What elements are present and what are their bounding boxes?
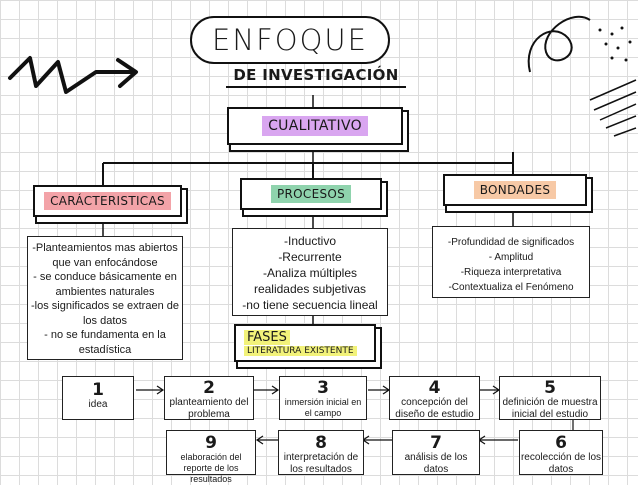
step-7: 7 análisis de los datos: [392, 430, 480, 475]
step-label: elaboración del reporte de los resultado…: [180, 452, 242, 484]
step-3: 3 inmersión inicial en el campo: [279, 376, 367, 420]
step-number: 9: [205, 433, 217, 453]
list-item: -Planteamientos mas abiertos: [32, 242, 178, 254]
step-label: inmersión inicial en el campo: [284, 397, 362, 418]
root-label: CUALITATIVO: [262, 116, 368, 136]
step-label: idea: [88, 399, 108, 410]
step-4: 4 concepción del diseño de estudio: [389, 376, 480, 420]
list-procesos: -Inductivo -Recurrente -Analiza múltiple…: [232, 228, 388, 316]
subtitle-text: DE INVESTIGACIÓN: [226, 66, 406, 88]
step-number: 7: [430, 433, 442, 453]
step-label: definición de muestra inicial del estudi…: [502, 397, 598, 420]
list-item: -Riqueza interpretativa: [460, 267, 562, 278]
branch-label: CARÁCTERISTICAS: [44, 192, 171, 210]
phases-subtitle: LITERATURA EXISTENTE: [244, 346, 357, 356]
zigzag-arrow-icon: [8, 56, 136, 94]
branch-bondades: BONDADES: [443, 174, 587, 206]
list-item: -Recurrente: [278, 250, 342, 264]
list-item: -Contextualiza el Fenómeno: [448, 282, 574, 293]
list-item: que van enfocándose: [52, 256, 158, 269]
root-node: CUALITATIVO: [227, 107, 403, 145]
step-2: 2 planteamiento del problema: [164, 376, 254, 420]
title-box: ENFOQUE: [190, 16, 390, 64]
step-9: 9 elaboración del reporte de los resulta…: [166, 430, 256, 484]
title-text: ENFOQUE: [212, 23, 368, 57]
list-item: -los significados se extraen de: [31, 300, 179, 312]
list-item: -Profundidad de significados: [447, 237, 575, 248]
swirl-icon: [527, 15, 591, 73]
step-number: 4: [428, 378, 441, 398]
step-number: 5: [544, 378, 556, 398]
list-item: - no se fundamenta en la: [44, 329, 166, 341]
step-6: 6 recolección de los datos: [519, 430, 603, 475]
step-5: 5 definición de muestra inicial del estu…: [499, 376, 601, 420]
list-item: estadística: [78, 343, 132, 356]
step-number: 2: [203, 378, 215, 398]
branch-caracteristicas: CARÁCTERISTICAS: [33, 185, 182, 217]
step-label: recolección de los datos: [520, 452, 602, 475]
list-item: los datos: [82, 314, 128, 327]
list-item: -Analiza múltiples: [262, 266, 358, 280]
branch-label: BONDADES: [473, 181, 557, 199]
list-item: realidades subjetivas: [253, 282, 367, 296]
step-label: análisis de los datos: [404, 452, 468, 475]
list-item: - Amplitud: [488, 252, 534, 263]
list-item: -no tiene secuencia lineal: [242, 298, 378, 312]
scribble-decoration: [589, 79, 637, 137]
phases-title: FASES: [244, 330, 290, 345]
step-number: 6: [555, 433, 567, 453]
step-label: concepción del diseño de estudio: [395, 397, 474, 420]
step-number: 3: [317, 378, 329, 398]
step-8: 8 interpretación de los resultados: [278, 430, 364, 475]
step-number: 1: [92, 380, 104, 400]
step-label: planteamiento del problema: [169, 397, 249, 420]
dots-decoration: [598, 26, 632, 62]
list-item: - se conduce básicamente en: [33, 271, 177, 283]
list-caracteristicas: -Planteamientos mas abiertos que van enf…: [27, 236, 183, 360]
branch-label: PROCESOS: [270, 185, 352, 203]
step-1: 1 idea: [62, 376, 134, 420]
step-number: 8: [315, 433, 327, 453]
phases-node: FASES LITERATURA EXISTENTE: [234, 324, 376, 362]
list-bondades: -Profundidad de significados - Amplitud …: [432, 226, 590, 298]
list-item: ambientes naturales: [55, 285, 155, 298]
step-label: interpretación de los resultados: [283, 452, 359, 475]
branch-procesos: PROCESOS: [240, 178, 382, 210]
list-item: -Inductivo: [283, 234, 337, 248]
